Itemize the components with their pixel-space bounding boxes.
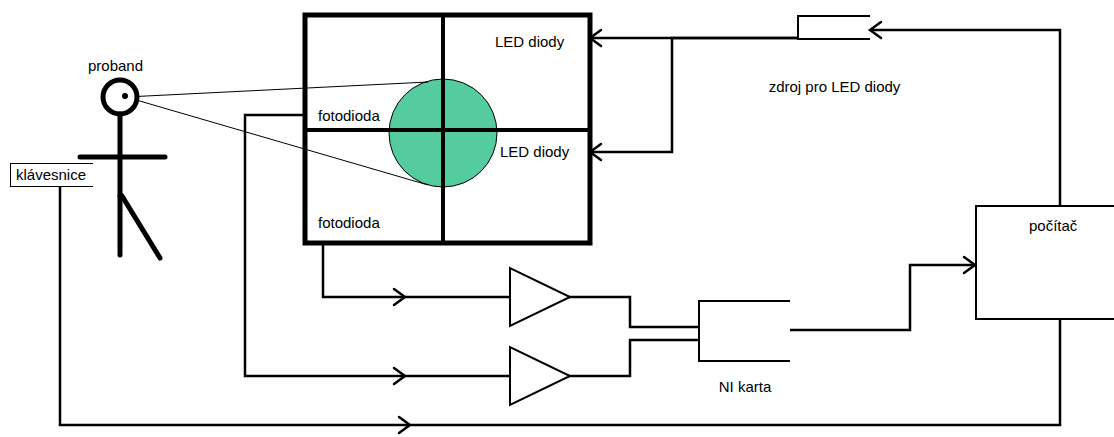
person-label: proband <box>88 57 143 74</box>
signal-wire <box>60 187 1060 425</box>
signal-wire <box>790 265 975 330</box>
arrow-head <box>964 257 975 273</box>
node-text: NI karta <box>719 378 772 395</box>
node-text: fotodioda <box>318 107 380 124</box>
stick-figure <box>80 80 165 258</box>
arrow-head <box>394 368 405 384</box>
amplifier-symbol <box>510 268 570 326</box>
led-cell: LED diody <box>443 130 590 243</box>
connector-group <box>245 115 698 384</box>
connector-group <box>590 38 797 160</box>
daq-card-box: NI karta <box>698 300 790 362</box>
signal-wire <box>323 243 698 327</box>
sight-line <box>126 82 428 97</box>
arrow-head <box>590 144 601 160</box>
photodiode-cell: fotodioda <box>305 15 443 130</box>
node-text: klávesnice <box>16 166 88 183</box>
node-text: zdroj pro LED diody <box>769 78 901 95</box>
connector-group <box>790 257 975 330</box>
arrow-head <box>590 30 601 46</box>
signal-wire <box>870 30 1060 205</box>
connector-group <box>60 187 1060 433</box>
photodiode-cell: fotodioda <box>305 130 443 243</box>
computer-box: počítač <box>975 205 1114 320</box>
power-supply-box: zdroj pro LED diody <box>797 15 870 40</box>
node-text: fotodioda <box>318 214 380 231</box>
sight-line <box>126 97 428 185</box>
signal-wire <box>590 38 797 152</box>
node-text: LED diody <box>495 33 564 50</box>
node-text: počítač <box>1029 217 1077 234</box>
arrow-head <box>394 289 405 305</box>
arrow-head <box>870 22 881 38</box>
keyboard-box: klávesnice <box>10 163 93 187</box>
eye-dot <box>122 93 128 99</box>
amplifier-symbol <box>510 347 570 405</box>
panel-divider <box>305 128 590 132</box>
node-text: LED diody <box>500 143 569 160</box>
connector-group <box>323 243 698 327</box>
led-cell: LED diody <box>443 15 590 130</box>
panel-frame <box>305 15 590 243</box>
arrow-head <box>399 417 410 433</box>
signal-wire <box>245 115 698 376</box>
connector-group <box>870 22 1060 205</box>
